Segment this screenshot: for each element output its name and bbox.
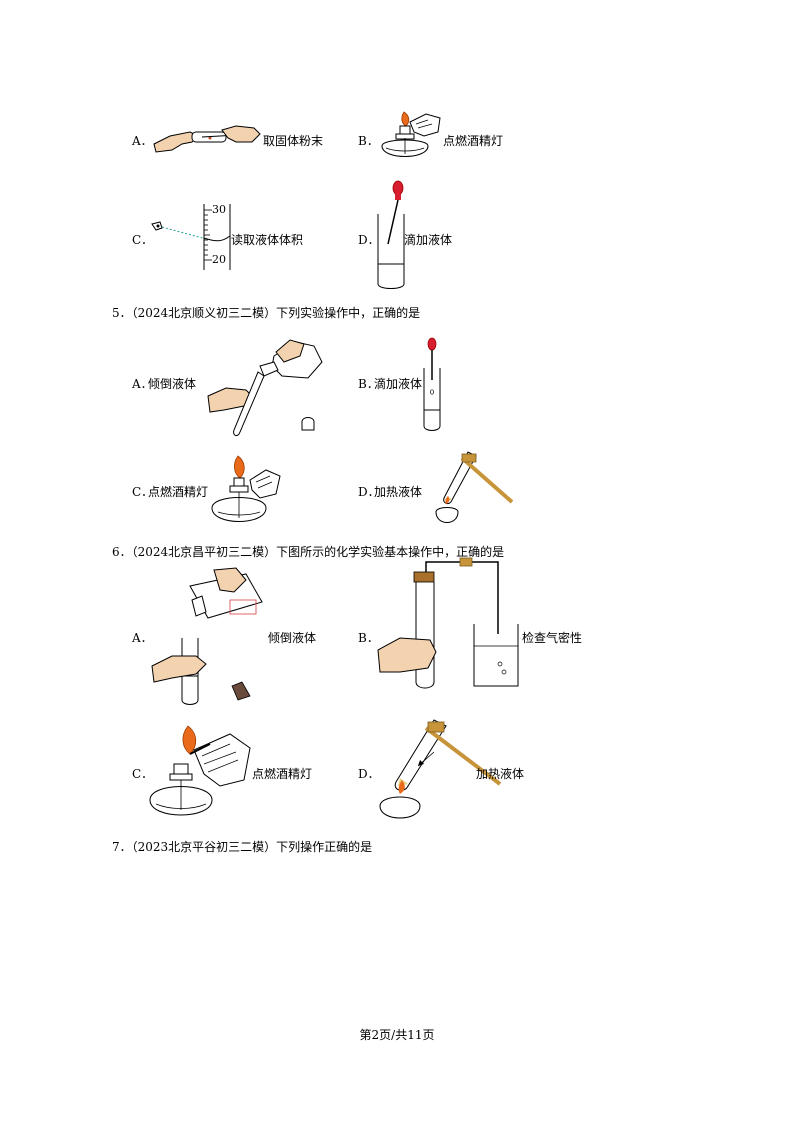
q6-option-d-caption: 加热液体 <box>476 767 525 781</box>
q5-option-a-caption: 倾倒液体 <box>148 377 197 391</box>
q5-option-c-figure <box>211 455 281 522</box>
q6-stem: 6．（2024北京昌平初三二模）下图所示的化学实验基本操作中，正确的是 <box>112 545 505 559</box>
q4-option-b-figure <box>381 111 441 157</box>
q6-option-b-letter: B． <box>358 631 379 645</box>
q6-option-d-figure <box>379 719 502 819</box>
q6-option-c-letter: C． <box>132 767 154 781</box>
q4-option-c-caption: 读取液体体积 <box>231 233 304 247</box>
q5-option-a-figure <box>207 339 323 437</box>
q4-option-d-caption: 滴加液体 <box>404 233 453 247</box>
q4-option-b-caption: 点燃酒精灯 <box>443 134 504 148</box>
q4-option-c-figure <box>151 204 231 270</box>
q4-option-a-figure <box>153 125 261 153</box>
q6-option-a-figure <box>151 567 263 705</box>
q6-option-c-figure <box>149 725 251 816</box>
q5-stem: 5．（2024北京顺义初三二模）下列实验操作中，正确的是 <box>112 306 421 320</box>
q6-option-a-letter: A． <box>132 631 153 645</box>
q4-option-c-scale-top: 30 <box>212 203 226 216</box>
q4-option-d-figure <box>377 180 405 289</box>
q4-option-c-scale-bottom: 20 <box>212 253 226 266</box>
q4-option-d-letter: D． <box>358 233 380 247</box>
q5-option-d-letter: D． <box>358 485 380 499</box>
q4-option-b-letter: B． <box>358 134 379 148</box>
q5-option-b-figure <box>423 337 441 431</box>
q6-option-c-caption: 点燃酒精灯 <box>252 767 313 781</box>
q6-option-b-caption: 检查气密性 <box>522 631 583 645</box>
q5-option-d-caption: 加热液体 <box>374 485 423 499</box>
q6-option-d-letter: D． <box>358 767 380 781</box>
q4-option-a-letter: A． <box>132 134 153 148</box>
q5-option-c-letter: C． <box>132 485 154 499</box>
q5-option-b-caption: 滴加液体 <box>374 377 423 391</box>
q5-option-b-letter: B． <box>358 377 379 391</box>
q7-stem: 7．（2023北京平谷初三二模）下列操作正确的是 <box>112 840 373 854</box>
q5-option-a-letter: A． <box>132 377 153 391</box>
page-footer: 第2页/共11页 <box>359 1028 435 1042</box>
q4-option-a-caption: 取固体粉末 <box>263 134 324 148</box>
q6-option-b-figure <box>377 557 519 689</box>
q4-option-c-letter: C． <box>132 233 154 247</box>
q6-option-a-caption: 倾倒液体 <box>268 631 317 645</box>
q5-option-c-caption: 点燃酒精灯 <box>148 485 209 499</box>
q5-option-d-figure <box>435 451 514 523</box>
